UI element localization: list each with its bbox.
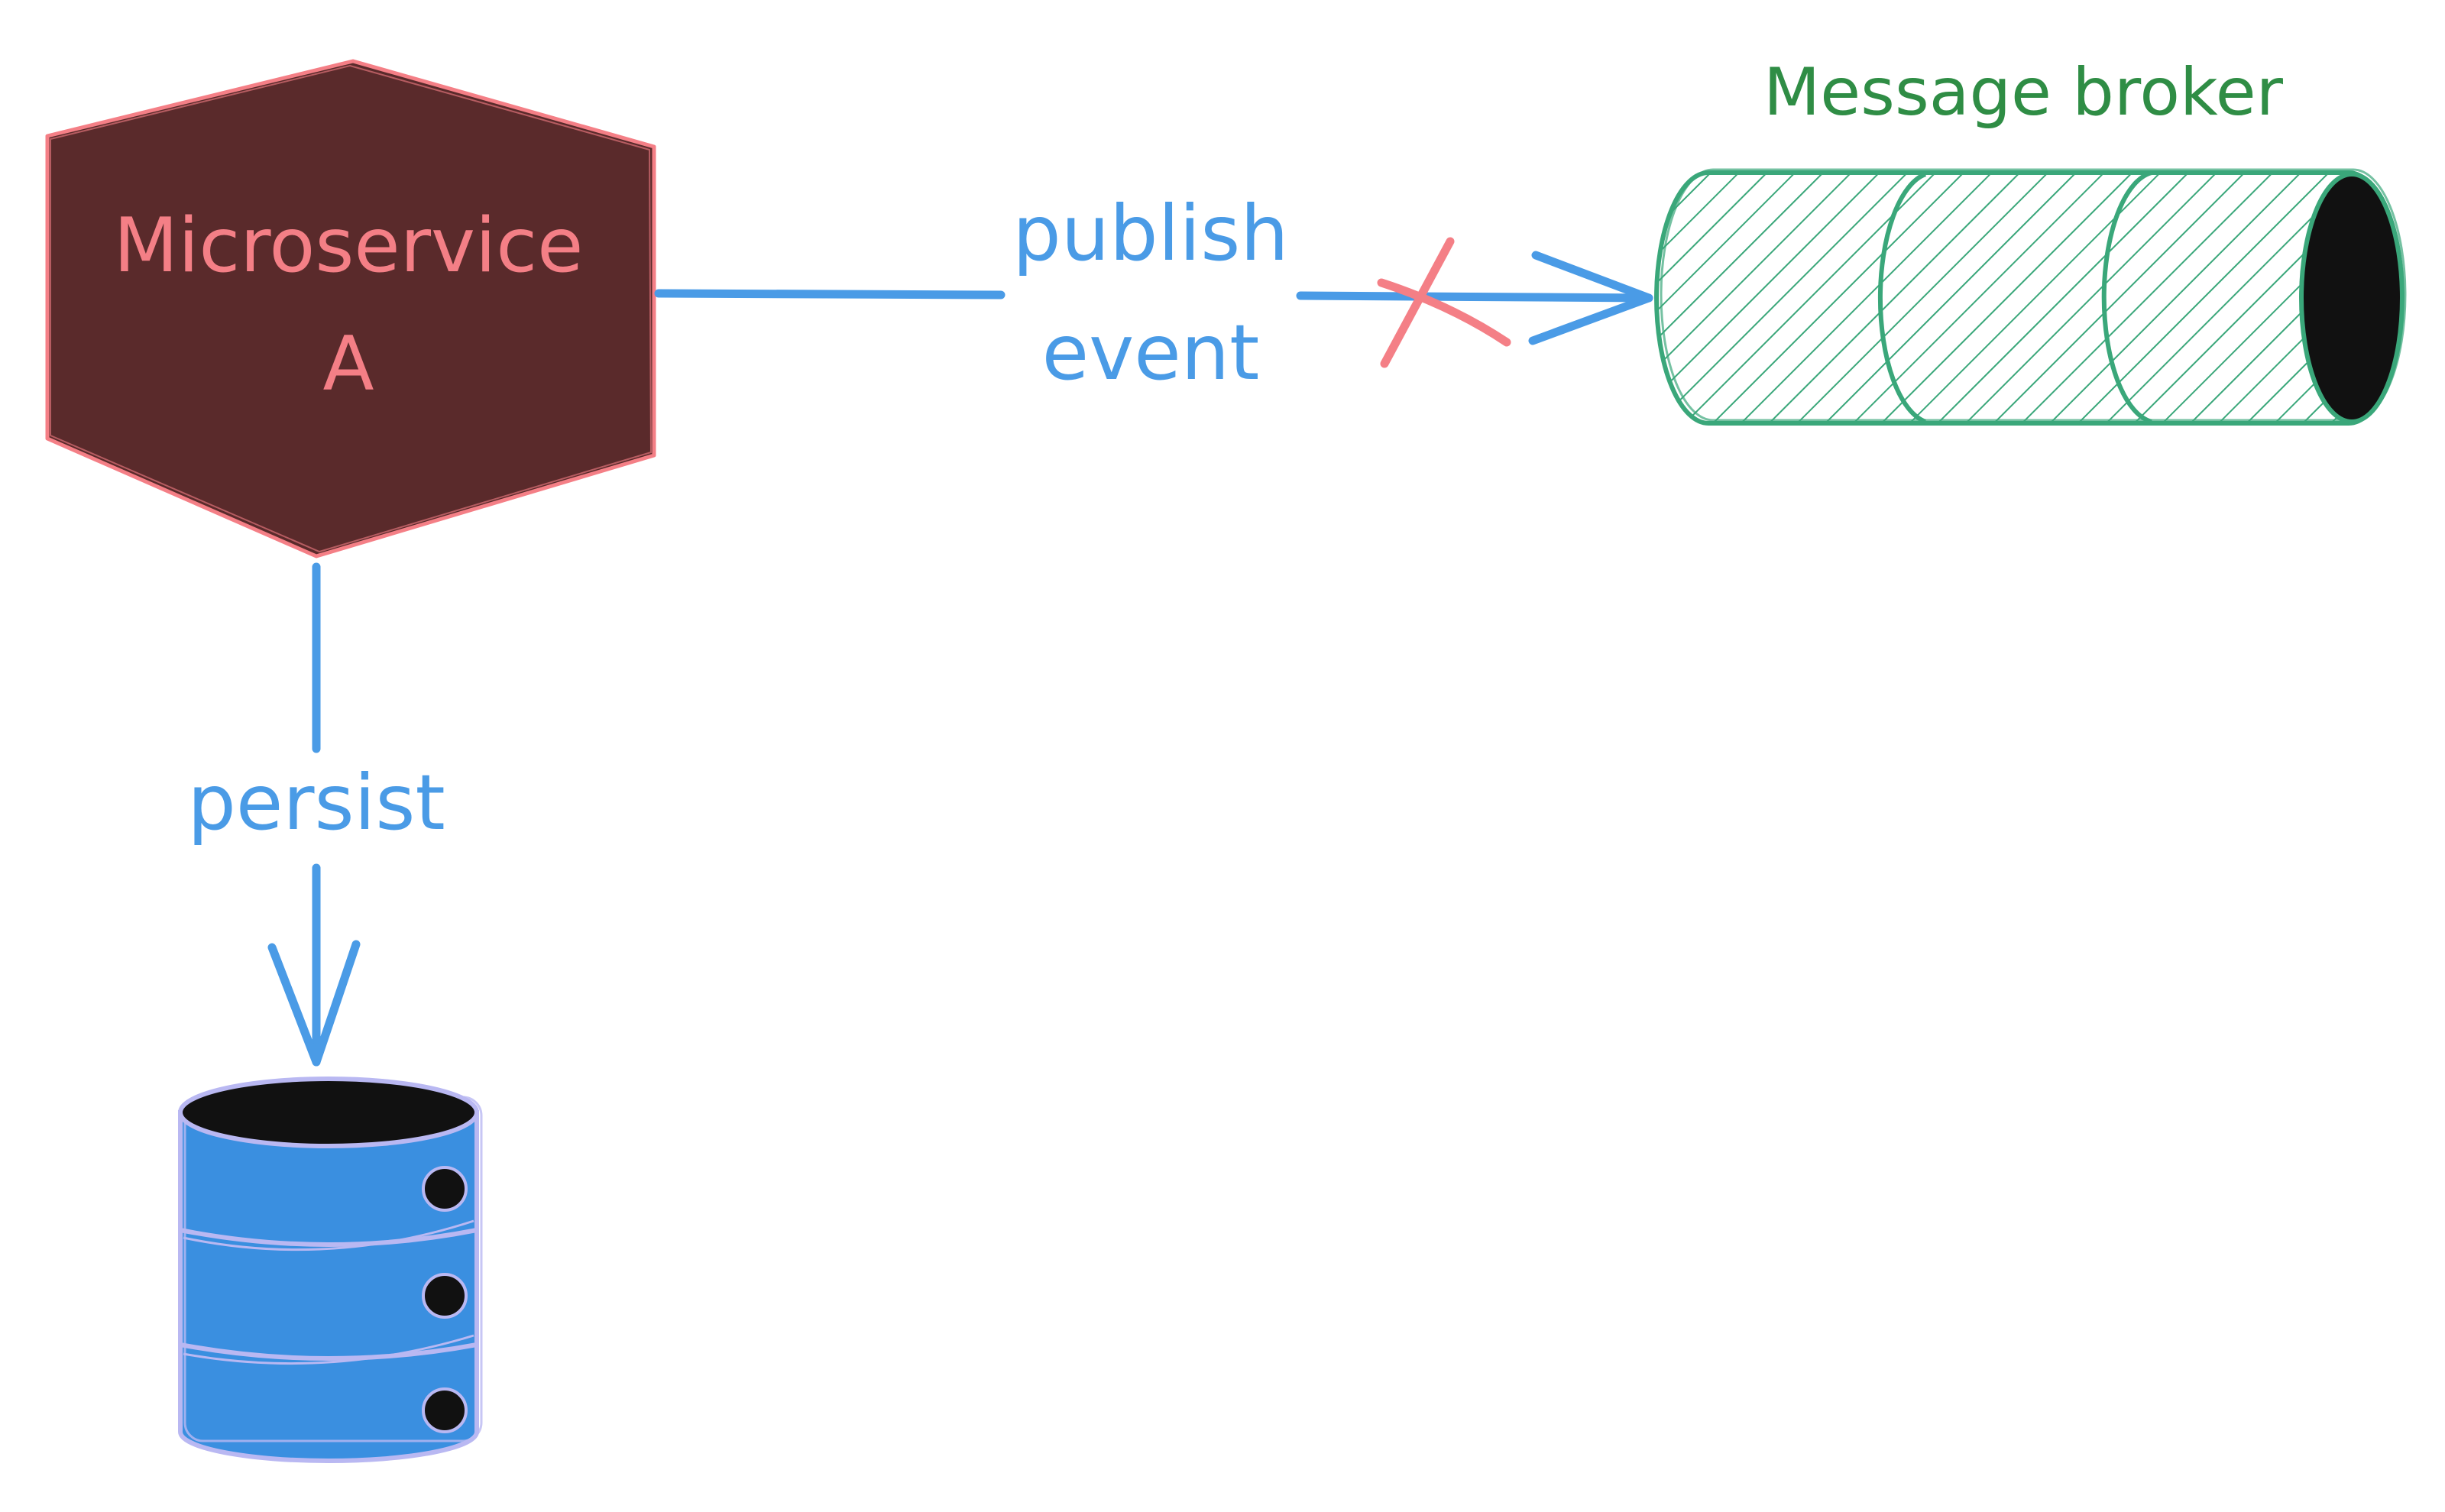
hexagon-outline-sketch [50,64,653,553]
hexagon-icon [45,59,656,559]
database-icon [178,1077,483,1463]
database-top [178,1077,479,1148]
database-indicator-2 [422,1273,468,1319]
broker-opening [2299,172,2405,424]
microservice-label-line1: Microservice [114,202,584,290]
persist-edge: persist [187,562,445,1067]
persist-arrowhead [267,940,361,1067]
publish-label-line1: publish [1012,189,1288,278]
cross-icon [1377,237,1511,368]
database-node [178,1077,483,1463]
publish-label-line2: event [1042,308,1260,397]
microservice-a-node: Microservice A [45,59,656,559]
database-indicator-3 [422,1387,468,1433]
microservice-label-line2: A [322,321,374,408]
publish-arrowhead [1528,251,1653,345]
database-indicator-1 [422,1166,468,1212]
broker-label: Message broker [1763,54,2284,131]
queue-cylinder-icon [1654,168,2407,426]
persist-label: persist [187,758,445,847]
publish-event-edge: publish event [654,189,1653,397]
publish-arrow-line-left [654,289,1006,299]
publish-arrow-line-right [1296,291,1653,303]
message-broker-node: Message broker [1654,54,2407,426]
